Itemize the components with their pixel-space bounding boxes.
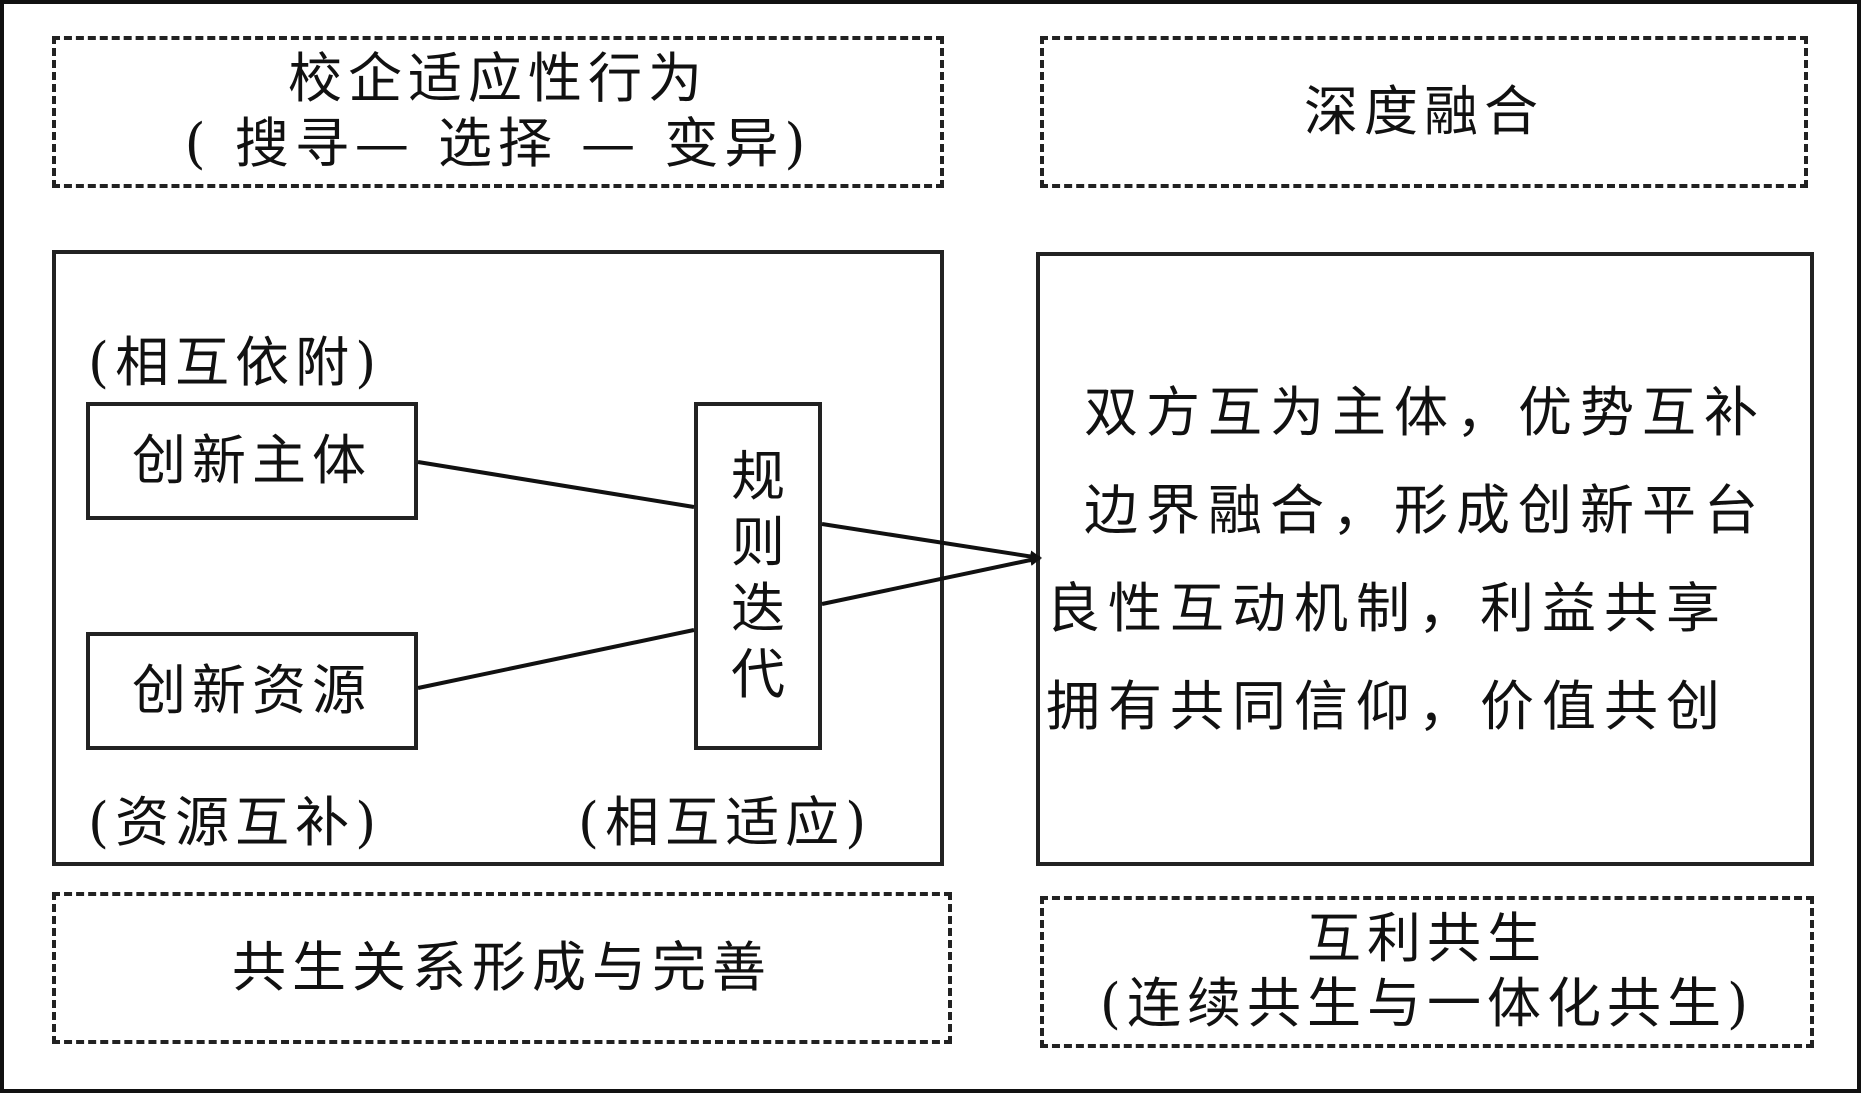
- adaptive-behavior-title: 校企适应性行为: [288, 47, 708, 111]
- deep-integration-title: 深度融合: [1304, 79, 1544, 143]
- adaptive-behavior-box: 校企适应性行为 ( 搜寻— 选择 — 变异): [52, 36, 944, 188]
- adaptive-behavior-subtitle: ( 搜寻— 选择 — 变异): [184, 112, 812, 175]
- outcome-line-4: 拥有共同信仰，价值共创: [1046, 675, 1728, 738]
- label-resource-complementarity: (资源互补): [88, 791, 383, 854]
- relationship-formation-box: 共生关系形成与完善: [52, 892, 952, 1044]
- arrow-resource-to-rule: [417, 628, 695, 690]
- deep-integration-box: 深度融合: [1040, 36, 1808, 188]
- outcome-line-1: 双方互为主体，优势互补: [1084, 381, 1766, 444]
- symbiosis-process-box: [52, 250, 944, 866]
- outcome-line-2: 边界融合，形成创新平台: [1084, 479, 1766, 542]
- node-rule-iteration-label: 规则迭代: [731, 445, 785, 706]
- arrow-rule-to-outcome-bottom: [821, 554, 1042, 606]
- mutual-symbiosis-subtitle: (连续共生与一体化共生): [1099, 972, 1755, 1035]
- node-innovation-resource-label: 创新资源: [132, 658, 372, 722]
- arrow-subject-to-rule: [417, 460, 695, 509]
- node-innovation-resource: 创新资源: [86, 632, 418, 750]
- node-rule-iteration: 规则迭代: [694, 402, 822, 750]
- outcome-line-3: 良性互动机制，利益共享: [1046, 577, 1728, 640]
- relationship-formation-title: 共生关系形成与完善: [232, 935, 772, 999]
- mutual-symbiosis-box: 互利共生 (连续共生与一体化共生): [1040, 896, 1814, 1048]
- mutual-symbiosis-title: 互利共生: [1307, 907, 1547, 971]
- label-mutual-dependence: (相互依附): [88, 331, 383, 394]
- arrow-rule-to-outcome-top: [821, 522, 1042, 563]
- label-mutual-adaptation: (相互适应): [578, 791, 873, 854]
- integration-outcome-box: 双方互为主体，优势互补 边界融合，形成创新平台 良性互动机制，利益共享 拥有共同…: [1036, 252, 1814, 866]
- node-innovation-subject: 创新主体: [86, 402, 418, 520]
- node-innovation-subject-label: 创新主体: [132, 428, 372, 492]
